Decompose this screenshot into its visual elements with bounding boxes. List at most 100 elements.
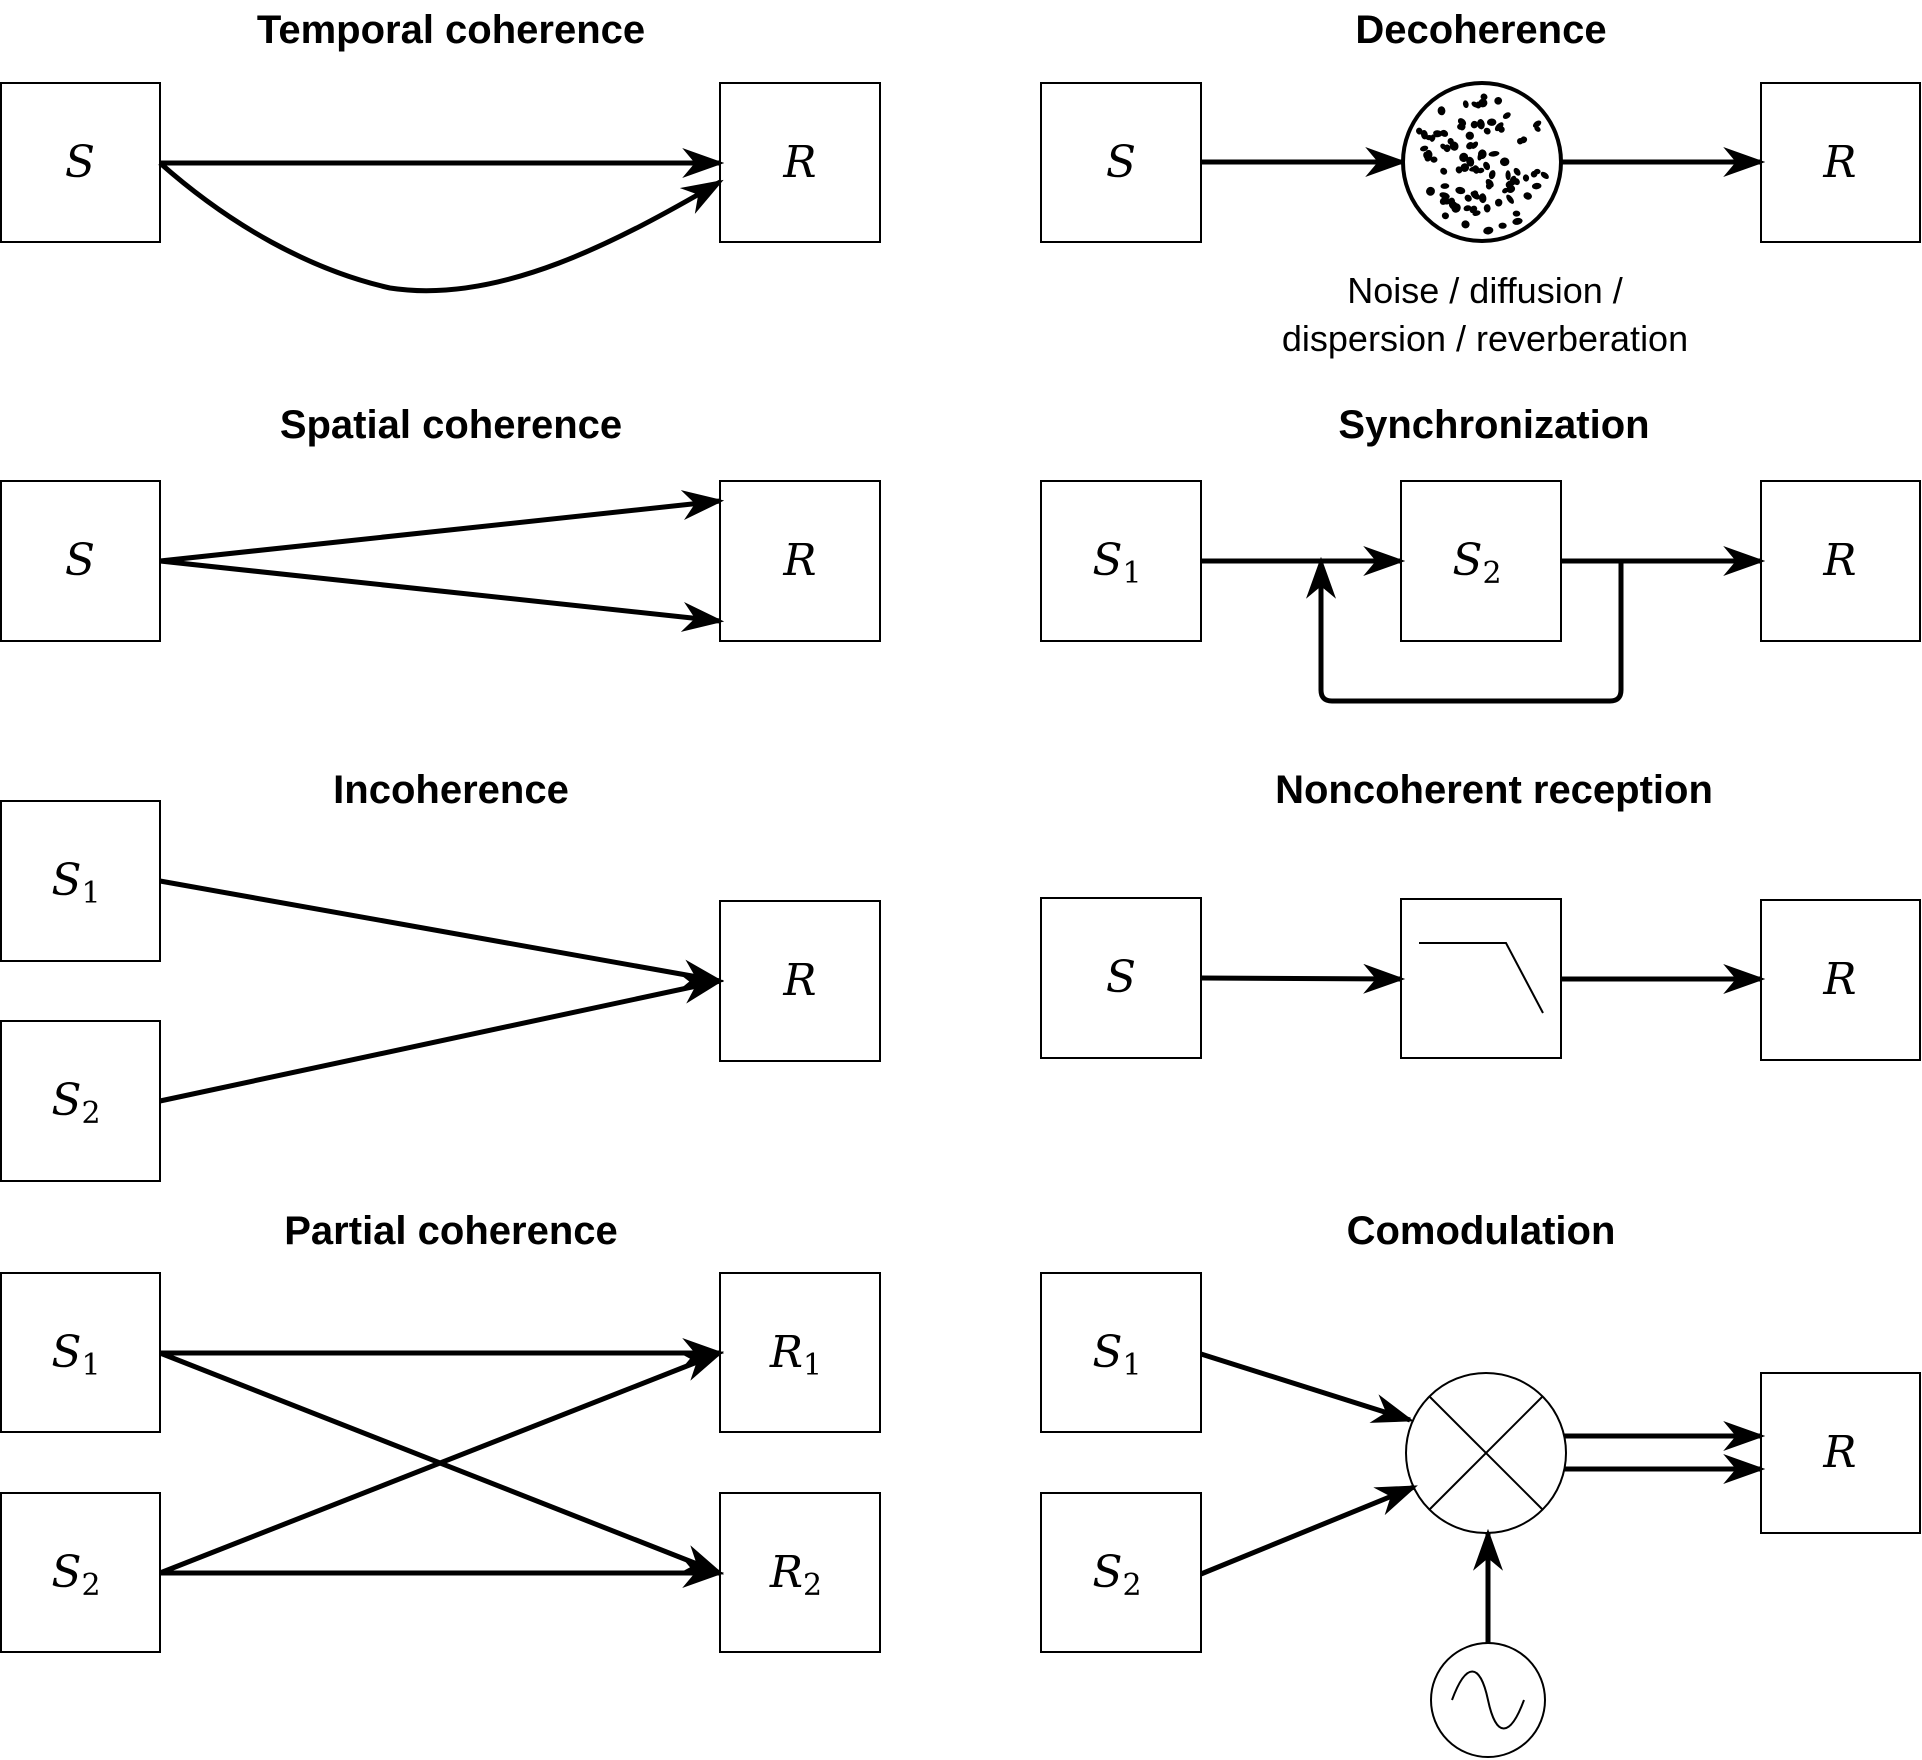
receiver-box [1760,899,1921,1061]
noise-speckle [1500,157,1510,167]
noise-speckle [1441,212,1449,220]
receiver1-box [719,1272,881,1433]
panel-title: Noncoherent reception [1275,768,1713,812]
source1-arrow [1200,1351,1415,1423]
panel-title: Comodulation [1347,1209,1616,1253]
noise-speckle [1461,220,1470,229]
noise-speckle [1488,170,1496,180]
noise-speckle [1462,100,1469,109]
noise-speckle [1532,120,1542,128]
receiver-box [719,82,881,243]
noise-speckle [1533,168,1541,175]
receiver-box [1760,1372,1921,1534]
source1-box [0,800,161,962]
noise-speckle [1477,119,1485,130]
noise-speckle [1488,151,1500,157]
source-box [0,82,161,243]
source2-box [1040,1492,1202,1653]
source-box [1040,82,1202,243]
caption-line-2: dispersion / reverberation [1282,318,1688,359]
noise-speckle [1469,166,1479,172]
input-arrow [1200,963,1406,994]
noise-speckle [1470,120,1479,129]
receiver-box [719,480,881,642]
panel-title: Temporal coherence [257,8,645,52]
noise-speckle [1429,134,1436,142]
noise-speckle [1483,161,1491,171]
panel-title: Spatial coherence [280,403,622,447]
source2-label: S2 [51,1547,100,1603]
source2-arrow [1200,1484,1418,1577]
noise-speckle [1439,197,1448,205]
panel-title: Decoherence [1355,8,1606,52]
source2-box [1400,480,1562,642]
noise-speckle [1512,210,1521,217]
noise-speckle [1472,210,1481,217]
noise-speckle [1502,187,1509,194]
noise-speckle [1494,96,1503,105]
noise-speckle [1449,141,1459,151]
source2-label: S2 [51,1075,100,1131]
noise-speckle [1459,152,1469,162]
noise-speckle [1416,127,1423,135]
noise-speckle [1506,194,1515,204]
noise-speckle [1494,198,1503,207]
receiver1-label: R1 [769,1327,822,1383]
source-label: S [1106,137,1136,188]
noise-speckle [1455,166,1463,174]
panel-title: Partial coherence [284,1209,618,1253]
noise-speckle [1483,226,1494,235]
noise-speckle [1512,217,1523,225]
noise-speckle [1419,145,1429,152]
source-box [1040,897,1202,1059]
source1-arrow [159,878,725,990]
receiver-label: R [782,955,816,1006]
noise-speckle [1506,185,1516,193]
caption-line-1: Noise / diffusion / [1347,270,1622,311]
noise-speckle [1471,190,1479,197]
s2-r1-arrow [159,1350,724,1576]
source2-label: S2 [1092,1547,1141,1603]
lower-path-arrow [159,558,725,632]
receiver-label: R [1822,954,1856,1005]
lowpass-filter-icon [1400,898,1562,1059]
panel-comodulation: Comodulation S1 S2 R [1040,1209,1921,1758]
noise-speckle [1477,151,1483,161]
panel-noncoherent-reception: Noncoherent reception S R [1040,768,1921,1061]
noise-speckle [1440,143,1447,150]
noise-speckle [1483,127,1491,135]
noise-speckle [1440,167,1448,175]
panel-temporal-coherence: Temporal coherence S R [0,8,881,294]
noise-speckle [1464,194,1472,202]
source1-label: S1 [51,1327,100,1383]
receiver-label: R [782,137,816,188]
noise-speckle [1478,193,1487,204]
panel-partial-coherence: Partial coherence S1 S2 R1 R2 [0,1209,881,1653]
noise-speckle [1430,156,1438,163]
receiver-label: R [1822,137,1856,188]
receiver-box [719,900,881,1062]
source2-box [0,1492,161,1653]
source2-box [0,1020,161,1182]
noise-speckle [1471,141,1479,149]
receiver-box [1760,82,1921,243]
panel-spatial-coherence: Spatial coherence S R [0,403,881,642]
noise-speckle [1531,182,1542,190]
noise-speckle [1466,156,1475,167]
noise-speckle [1439,192,1450,199]
receiver-box [1760,480,1921,642]
noise-speckle [1523,192,1532,200]
mixer-icon [1405,1372,1567,1534]
noise-speckle [1522,174,1530,182]
panel-incoherence: Incoherence S1 S2 R [0,768,881,1182]
noise-speckle [1424,153,1432,162]
oscillator-icon [1430,1642,1546,1758]
upper-path-arrow [159,490,725,564]
noise-speckle [1487,118,1497,126]
noise-speckle [1483,204,1491,213]
noise-speckle [1463,205,1472,212]
noise-speckle [1502,112,1511,120]
source2-arrow [159,974,725,1104]
noise-speckle [1509,175,1517,186]
